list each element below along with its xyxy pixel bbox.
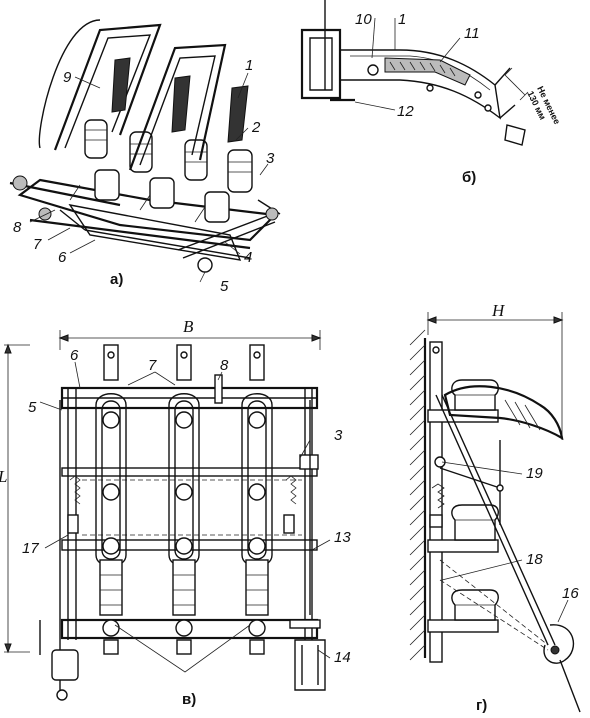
pole-middle [168, 344, 200, 655]
panel-g-side-view: H [409, 301, 581, 714]
panel-a-caption: а) [110, 271, 123, 288]
panel-a-label-9: 9 [63, 69, 72, 86]
panel-v-label-8: 8 [220, 357, 229, 374]
panel-b-clearance-note: Не менее 130 мм [525, 84, 562, 125]
pole-left [95, 344, 127, 655]
panel-v-label-5: 5 [28, 399, 37, 416]
panel-v-label-3: 3 [334, 427, 343, 444]
panel-g-insulators [451, 379, 499, 621]
panel-a-label-7: 7 [33, 236, 42, 253]
panel-g-label-16: 16 [562, 585, 579, 602]
panel-a-label-2: 2 [251, 119, 261, 136]
panel-a-label-3: 3 [266, 150, 275, 167]
panel-v-dim-l: L [0, 467, 7, 486]
panel-v-poles [95, 344, 273, 655]
panel-v-dim-b: B [183, 317, 194, 336]
panel-g-label-19: 19 [526, 465, 543, 482]
panel-a-knife-blades [38, 19, 249, 171]
panel-b-blade-detail: 10 1 11 12 Не менее 130 мм б) [300, 0, 562, 186]
panel-a-label-8: 8 [13, 219, 22, 236]
panel-a-label-5: 5 [220, 278, 229, 295]
panel-b-label-1: 1 [398, 11, 406, 28]
panel-a-label-1: 1 [245, 57, 253, 74]
panel-g-dim-h: H [491, 301, 506, 320]
panel-a-label-6: 6 [58, 249, 67, 266]
panel-b-label-11: 11 [464, 25, 480, 42]
panel-v-label-14: 14 [334, 649, 351, 666]
panel-v-label-17: 17 [22, 540, 39, 557]
panel-v-label-6: 6 [70, 347, 79, 364]
panel-a-drive-shaft [9, 175, 281, 273]
panel-b-label-12: 12 [397, 103, 414, 120]
panel-v-caption: в) [182, 691, 196, 708]
pole-right [241, 344, 273, 655]
panel-a-label-4: 4 [244, 249, 252, 266]
panel-b-label-10: 10 [355, 11, 372, 28]
panel-v-front-view: B L [0, 317, 351, 708]
panel-v-label-13: 13 [334, 529, 351, 546]
panel-g-label-18: 18 [526, 551, 543, 568]
panel-v-label-7: 7 [148, 357, 157, 374]
panel-a-perspective-view: 9 1 2 3 8 7 6 4 5 а) [9, 19, 281, 295]
panel-a-insulators [84, 119, 253, 223]
panel-b-caption: б) [462, 169, 476, 186]
panel-g-caption: г) [476, 697, 487, 714]
